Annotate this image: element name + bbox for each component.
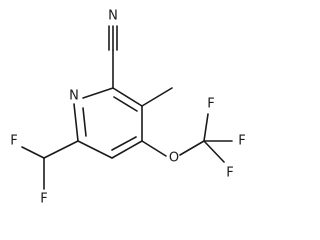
atom-label-nitrile-n: N bbox=[108, 9, 118, 24]
bond-c5-c6 bbox=[77, 140, 113, 159]
atom-label-f-cf3-right: F bbox=[238, 134, 245, 149]
atom-label-f-chf2-bottom: F bbox=[40, 192, 47, 207]
molecule-structure-diagram: N N O F F F F F bbox=[10, 9, 245, 207]
bond-o-cf3 bbox=[179, 140, 205, 156]
atom-label-f-cf3-top: F bbox=[207, 97, 214, 112]
bond-c4-c5 bbox=[111, 140, 143, 159]
bond-c6-n1-inner bbox=[82, 107, 87, 137]
bond-cf3-f-bottom bbox=[203, 140, 225, 163]
bond-cf3-f-top bbox=[203, 113, 209, 142]
atom-label-f-cf3-bottom: F bbox=[226, 166, 233, 181]
bond-n1-c2 bbox=[82, 87, 114, 99]
bond-chf2-f-top bbox=[21, 146, 45, 159]
bond-c4-c5-inner bbox=[111, 136, 137, 151]
bond-c3-methyl bbox=[141, 87, 173, 107]
bond-c6-chf2 bbox=[43, 140, 79, 159]
bond-c2-c3-inner bbox=[113, 96, 138, 112]
bond-c4-o bbox=[141, 140, 167, 157]
atom-label-f-chf2-top: F bbox=[10, 134, 17, 149]
atom-label-ring-n: N bbox=[69, 89, 79, 104]
atom-label-ether-o: O bbox=[169, 151, 179, 166]
bond-c6-n1 bbox=[73, 103, 79, 142]
bond-c2-c3 bbox=[112, 87, 143, 107]
